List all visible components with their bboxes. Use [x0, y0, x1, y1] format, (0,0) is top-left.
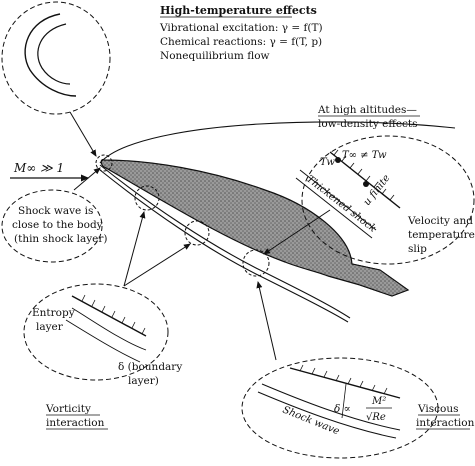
- shock-close-line2: close to the body: [12, 219, 103, 231]
- shock-close-line1: Shock wave is: [18, 205, 93, 217]
- slip-wall: [329, 151, 401, 209]
- viscous-formula-num: M²: [371, 396, 386, 407]
- low-density-line1: At high altitudes—: [317, 104, 417, 116]
- boundary-layer-edge: [65, 319, 141, 363]
- viscous-detail-circle: [242, 249, 270, 277]
- viscous-label: Viscous interaction: [416, 403, 475, 430]
- slip-u-finite: u finite: [362, 173, 393, 208]
- viscous-bubble: δ ∝ M² √Re Shock wave: [241, 281, 439, 459]
- vorticity-detail-circle: [184, 220, 210, 246]
- high-temp-bubble: [1, 1, 111, 157]
- nose-shock-curve-inner: [37, 23, 71, 85]
- boundary-line2: layer): [128, 375, 159, 387]
- high-temp-line1: Vibrational excitation: γ = f(T): [159, 22, 323, 34]
- entropy-bubble: Entropy layer δ (boundary layer): [23, 211, 191, 387]
- shock-wave: [99, 121, 456, 323]
- u-finite-point: [363, 181, 369, 187]
- high-temp-text: High-temperature effects Vibrational exc…: [159, 4, 323, 62]
- slip-tw-label: Tw: [320, 157, 335, 168]
- entropy-wall: [71, 295, 147, 337]
- upper-shock-line: [99, 121, 456, 164]
- vehicle-body: [100, 159, 410, 297]
- freestream-arrow: M∞ ≫ 1: [10, 161, 90, 182]
- slip-line1: Velocity and: [407, 215, 473, 227]
- nose-shock-curve-outer: [24, 13, 77, 97]
- viscous-pointer: [256, 281, 277, 361]
- vorticity-pointer: [123, 243, 191, 287]
- high-temp-line2: Chemical reactions: γ = f(T, p): [160, 36, 322, 48]
- lower-shock-line-2: [99, 169, 349, 323]
- high-temp-line3: Nonequilibrium flow: [160, 50, 270, 62]
- viscous-line1: Viscous: [417, 403, 459, 415]
- viscous-shock-label: Shock wave: [281, 405, 341, 438]
- shock-close-pointer: [73, 167, 101, 191]
- thickened-shock-line2: [295, 177, 373, 239]
- entropy-line1: Entropy: [32, 307, 75, 319]
- slip-line2: temperature: [408, 229, 475, 241]
- vehicle-fuselage: [100, 159, 410, 297]
- viscous-shock-line2: [257, 391, 397, 439]
- shock-close-line3: (thin shock layer): [14, 233, 107, 245]
- high-temp-title: High-temperature effects: [160, 4, 317, 17]
- shock-close-bubble: Shock wave is close to the body (thin sh…: [1, 167, 107, 263]
- slip-pointer: [263, 209, 331, 255]
- viscous-wall-hatch: [299, 364, 388, 395]
- vorticity-line2: interaction: [46, 417, 105, 429]
- entropy-layer-edge: [71, 307, 147, 351]
- entropy-line2: layer: [36, 321, 64, 333]
- vorticity-line1: Vorticity: [45, 403, 91, 415]
- lower-shock-line: [99, 164, 351, 319]
- slip-line3: slip: [408, 243, 427, 255]
- slip-temp-ineq: T∞ ≠ Tw: [342, 150, 387, 161]
- viscous-line2: interaction: [416, 417, 475, 429]
- nose-detail-circle: [95, 154, 113, 172]
- freestream-label: M∞ ≫ 1: [13, 161, 64, 175]
- vehicle-tail: [351, 263, 410, 297]
- thickened-shock-line1: [299, 169, 377, 231]
- slip-wall-hatch: [333, 149, 395, 201]
- viscous-formula-lhs: δ ∝: [334, 403, 351, 415]
- entropy-detail-circle: [134, 185, 160, 211]
- tw-point: [335, 157, 341, 163]
- low-density-text: At high altitudes— low-density effects: [317, 104, 420, 130]
- low-density-line2: low-density effects: [318, 118, 418, 130]
- entropy-pointer: [123, 211, 146, 287]
- viscous-wall: [289, 367, 401, 399]
- high-temp-pointer: [69, 111, 97, 157]
- boundary-line1: δ (boundary: [118, 361, 182, 373]
- entropy-wall-hatch: [81, 294, 146, 335]
- vorticity-label: Vorticity interaction: [45, 403, 108, 430]
- delta-bracket: [341, 383, 347, 419]
- viscous-formula-den: √Re: [366, 412, 386, 423]
- viscous-shock-line1: [261, 383, 401, 431]
